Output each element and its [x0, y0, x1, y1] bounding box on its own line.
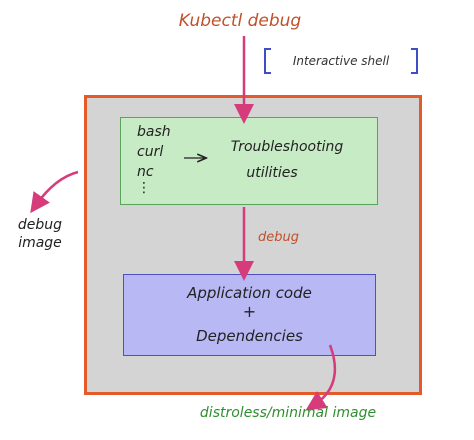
debug-tools-box [120, 117, 378, 205]
distroless-label: distroless/minimal image [199, 405, 377, 421]
diagram-title: Kubectl debug [178, 11, 302, 31]
interactive-shell-label: Interactive shell [264, 48, 418, 74]
plus-sign: + [242, 302, 257, 321]
debug-arrow-label: debug [258, 230, 299, 245]
arrow-to-debug-image [30, 170, 79, 214]
tool-nc: nc [137, 164, 154, 180]
utilities-label: utilities [246, 165, 298, 181]
tool-bash: bash [137, 124, 171, 140]
dependencies-label: Dependencies [196, 327, 303, 345]
debug-image-line1: debug [17, 217, 63, 233]
troubleshooting-label: Troubleshooting [230, 139, 344, 155]
application-box [123, 274, 376, 356]
debug-image-label: debug image [6, 216, 74, 252]
tool-curl: curl [137, 144, 164, 160]
debug-image-line2: image [18, 235, 62, 251]
tool-more: ⋮ [137, 180, 151, 196]
arrow-to-distroless [305, 344, 337, 411]
application-code-label: Application code [187, 284, 312, 302]
